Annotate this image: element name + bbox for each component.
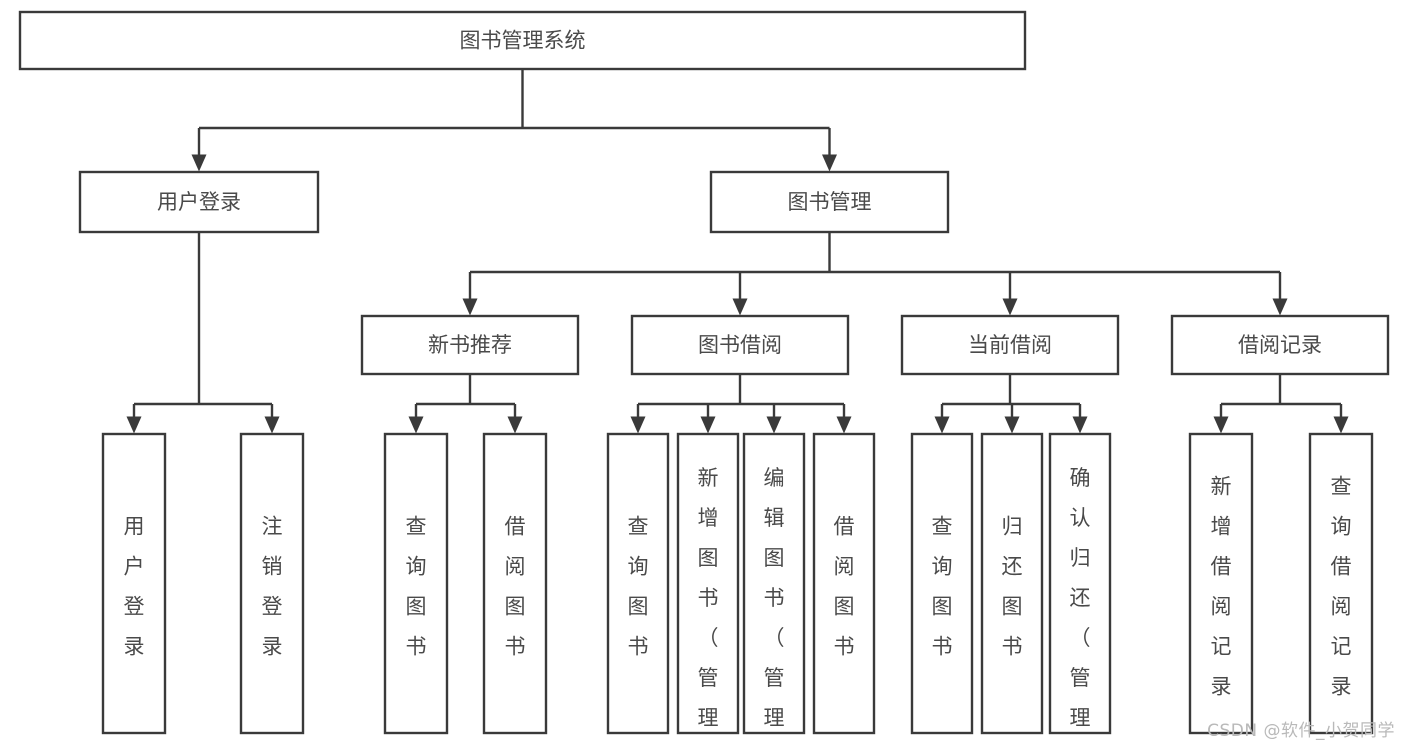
arrow-head-icon <box>836 416 852 434</box>
connector-group-new-book-recommend <box>408 374 523 434</box>
node-label: 归还图书 <box>1002 515 1023 659</box>
node-label: 查询图书 <box>628 515 649 659</box>
node-user-login[interactable]: 用户登录 <box>78 170 320 234</box>
node-label: 查询借阅记录 <box>1331 475 1352 699</box>
node-box <box>383 432 449 735</box>
node-label: 新书推荐 <box>428 333 512 357</box>
connector-group-borrow-record <box>1213 374 1349 434</box>
csdn-watermark: CSDN @软件_小贺同学 <box>1207 721 1395 741</box>
node-box <box>812 432 876 735</box>
node-box <box>1188 432 1254 735</box>
node-label: 注销登录 <box>262 515 283 659</box>
node-box <box>360 314 580 376</box>
node-box <box>980 432 1044 735</box>
node-label: 图书管理 <box>788 190 872 214</box>
node-leaf-borrow-book-2[interactable]: 借阅图书 <box>812 432 876 735</box>
node-label: 查询图书 <box>406 515 427 659</box>
node-leaf-logout-login[interactable]: 注销登录 <box>239 432 305 735</box>
connector-group-book-manage <box>462 232 1288 316</box>
node-leaf-query-book-2[interactable]: 查询图书 <box>606 432 670 735</box>
node-new-book-recommend[interactable]: 新书推荐 <box>360 314 580 376</box>
node-label: 编辑图书（管理员） <box>764 466 785 747</box>
node-leaf-edit-book[interactable]: 编辑图书（管理员） <box>742 432 806 747</box>
connector-group-current-borrow <box>934 374 1088 434</box>
arrow-head-icon <box>630 416 646 434</box>
arrow-head-icon <box>1333 416 1349 434</box>
arrow-head-icon <box>1004 416 1020 434</box>
arrow-head-icon <box>191 154 207 172</box>
node-label: 查询图书 <box>932 515 953 659</box>
node-leaf-user-login[interactable]: 用户登录 <box>101 432 167 735</box>
node-leaf-query-record[interactable]: 查询借阅记录 <box>1308 432 1374 735</box>
node-label: 用户登录 <box>124 515 145 659</box>
node-label: 借阅图书 <box>505 515 526 659</box>
node-box <box>1048 432 1112 735</box>
connector-group-user-login <box>126 232 280 434</box>
node-box <box>910 432 974 735</box>
arrow-head-icon <box>507 416 523 434</box>
arrow-head-icon <box>1072 416 1088 434</box>
node-box <box>1170 314 1390 376</box>
node-box <box>101 432 167 735</box>
node-box <box>482 432 548 735</box>
arrow-head-icon <box>766 416 782 434</box>
node-leaf-query-book-3[interactable]: 查询图书 <box>910 432 974 735</box>
node-leaf-add-book[interactable]: 新增图书（管理员） <box>676 432 740 747</box>
node-root[interactable]: 图书管理系统 <box>18 10 1027 71</box>
node-leaf-confirm-return[interactable]: 确认归还（管理员） <box>1048 432 1112 747</box>
node-box <box>606 432 670 735</box>
arrow-head-icon <box>408 416 424 434</box>
node-box <box>1308 432 1374 735</box>
node-label: 图书借阅 <box>698 333 782 357</box>
arrow-head-icon <box>1002 298 1018 316</box>
node-leaf-return-book[interactable]: 归还图书 <box>980 432 1044 735</box>
node-leaf-borrow-book-1[interactable]: 借阅图书 <box>482 432 548 735</box>
arrow-head-icon <box>264 416 280 434</box>
node-leaf-add-record[interactable]: 新增借阅记录 <box>1188 432 1254 735</box>
node-label: 借阅记录 <box>1238 333 1322 357</box>
node-leaf-query-book-1[interactable]: 查询图书 <box>383 432 449 735</box>
arrow-head-icon <box>822 154 837 172</box>
connector-group-book-borrow <box>630 374 852 434</box>
node-label: 新增图书（管理员） <box>698 466 719 747</box>
node-box <box>239 432 305 735</box>
node-book-manage[interactable]: 图书管理 <box>709 170 950 234</box>
node-label: 当前借阅 <box>968 333 1052 357</box>
connector-group-root <box>191 69 837 172</box>
node-box <box>18 10 1027 71</box>
arrow-head-icon <box>1213 416 1229 434</box>
node-label: 新增借阅记录 <box>1211 475 1232 699</box>
node-box <box>630 314 850 376</box>
node-box <box>78 170 320 234</box>
node-borrow-record[interactable]: 借阅记录 <box>1170 314 1390 376</box>
arrow-head-icon <box>700 416 716 434</box>
node-box <box>900 314 1120 376</box>
node-box <box>676 432 740 735</box>
arrow-head-icon <box>732 298 748 316</box>
nodes-layer: 图书管理系统用户登录图书管理新书推荐图书借阅当前借阅借阅记录用户登录注销登录查询… <box>18 10 1390 747</box>
connectors-layer <box>126 69 1349 434</box>
node-box <box>742 432 806 735</box>
arrow-head-icon <box>126 416 142 434</box>
node-label: 借阅图书 <box>834 515 855 659</box>
node-label: 图书管理系统 <box>460 29 586 53</box>
arrow-head-icon <box>1272 298 1288 316</box>
node-box <box>709 170 950 234</box>
arrow-head-icon <box>462 298 478 316</box>
node-label: 用户登录 <box>157 190 241 214</box>
arrow-head-icon <box>934 416 950 434</box>
node-current-borrow[interactable]: 当前借阅 <box>900 314 1120 376</box>
node-book-borrow[interactable]: 图书借阅 <box>630 314 850 376</box>
node-label: 确认归还（管理员） <box>1070 466 1091 747</box>
